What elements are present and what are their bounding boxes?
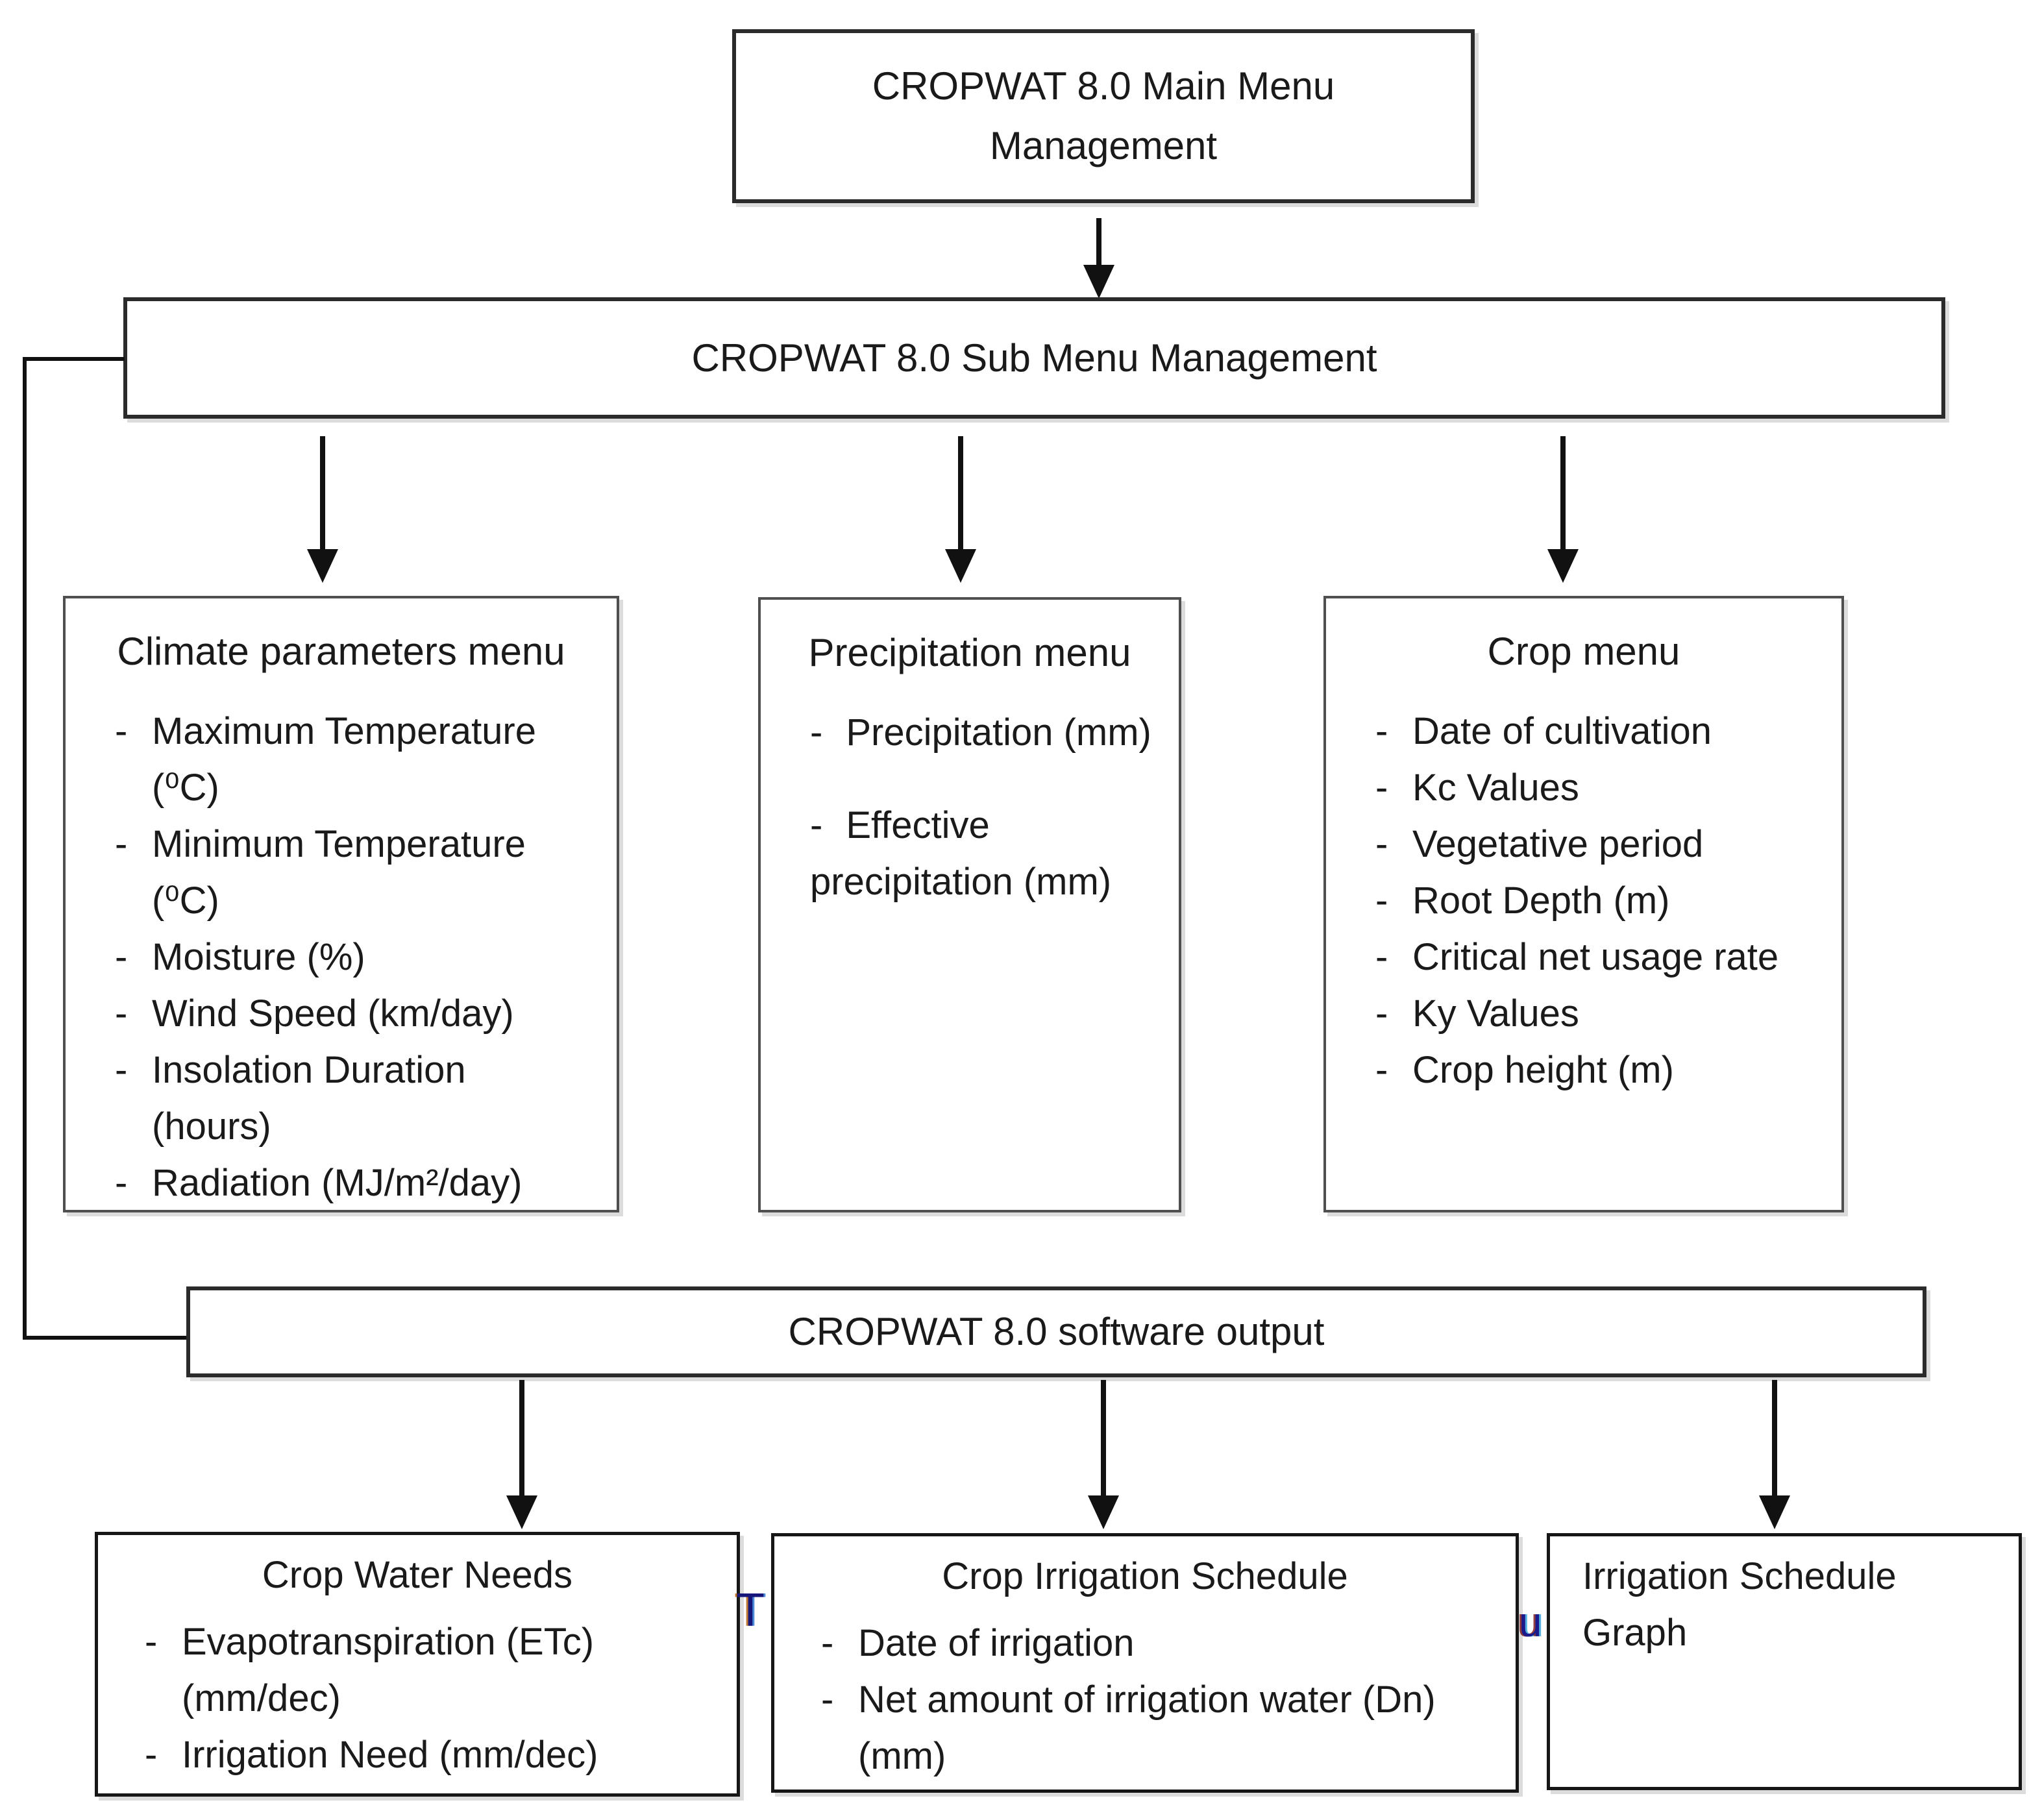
arrow-to-irrigation-schedule-head [1088,1495,1119,1529]
item-dash: - [145,1734,158,1776]
arrow-to-precipitation-stem [958,436,963,552]
item-dash: - [1375,1049,1388,1091]
software-output-node: CROPWAT 8.0 software output [186,1286,1926,1377]
arrow-to-schedule-graph-head [1759,1495,1790,1529]
arrow-to-crop-head [1547,549,1579,583]
sub-menu-node-label: CROPWAT 8.0 Sub Menu Management [691,336,1377,380]
crop-menu-box: Crop menu -Date of cultivation-Kc Values… [1323,596,1844,1212]
climate-menu-title: Climate parameters menu [117,630,565,673]
item-dash: - [1375,823,1388,865]
menu-item: -Effective precipitation (mm) [779,797,1161,910]
item-dash: - [810,711,823,754]
menu-item: -Maximum Temperature (⁰C) [84,703,598,816]
menu-item: -Precipitation (mm) [779,704,1161,761]
item-text: Crop height (m) [1412,1049,1674,1091]
crop-menu-title: Crop menu [1487,630,1680,673]
item-dash: - [1375,992,1388,1035]
sub-menu-node: CROPWAT 8.0 Sub Menu Management [123,297,1945,419]
menu-item: -Critical net usage rate [1344,929,1823,985]
menu-item: -Evapotranspiration (ETc) (mm/dec) [114,1614,721,1727]
arrow-to-precipitation-head [945,549,976,583]
item-text: Ky Values [1412,992,1579,1035]
menu-item: -Irrigation Need (mm/dec) [114,1727,721,1783]
precipitation-menu-items: -Precipitation (mm)-Effective precipitat… [779,704,1161,910]
arrow-to-climate-head [307,549,338,583]
menu-item: -Date of irrigation [790,1615,1500,1671]
menu-item: -Minimum Temperature (⁰C) [84,816,598,929]
item-dash: - [1375,879,1388,922]
item-dash: - [115,992,128,1035]
item-dash: - [810,804,823,846]
arrow-to-crop-water-needs-stem [519,1380,524,1498]
item-text: Moisture (%) [152,936,365,978]
climate-parameters-menu-box: Climate parameters menu -Maximum Tempera… [63,596,619,1212]
item-dash: - [821,1679,834,1721]
item-text: Date of cultivation [1412,710,1712,752]
stray-letter-t: T [736,1584,765,1636]
crop-water-needs-items: -Evapotranspiration (ETc) (mm/dec)-Irrig… [114,1614,721,1783]
arrow-main-to-sub-stem [1096,218,1101,269]
crop-water-needs-box: Crop Water Needs -Evapotranspiration (ET… [95,1532,740,1797]
item-text: Date of irrigation [858,1622,1135,1664]
item-text: Effective precipitation (mm) [810,804,1112,903]
arrow-to-crop-water-needs-head [506,1495,537,1529]
arrow-main-to-sub-head [1083,265,1114,299]
item-text: Maximum Temperature (⁰C) [152,710,537,809]
item-text: Critical net usage rate [1412,936,1779,978]
item-dash: - [821,1622,834,1664]
irrigation-schedule-graph-box: Irrigation Schedule Graph [1547,1533,2022,1790]
menu-item: -Crop height (m) [1344,1042,1823,1098]
crop-irrigation-schedule-title: Crop Irrigation Schedule [942,1555,1348,1597]
crop-water-needs-title: Crop Water Needs [262,1554,573,1596]
item-dash: - [115,710,128,752]
item-text: Root Depth (m) [1412,879,1670,922]
crop-menu-items: -Date of cultivation-Kc Values-Vegetativ… [1344,703,1823,1098]
stray-letter-u: u [1519,1599,1542,1645]
main-menu-node-label: CROPWAT 8.0 Main Menu Management [872,64,1335,167]
menu-item: -Wind Speed (km/day) [84,985,598,1042]
item-dash: - [115,823,128,865]
item-dash: - [115,936,128,978]
item-text: Irrigation Need (mm/dec) [182,1734,598,1776]
item-text: Evapotranspiration (ETc) (mm/dec) [182,1621,595,1719]
menu-item: -Ky Values [1344,985,1823,1042]
climate-menu-items: -Maximum Temperature (⁰C)-Minimum Temper… [84,703,598,1211]
precipitation-menu-box: Precipitation menu -Precipitation (mm)-E… [758,597,1181,1212]
crop-irrigation-schedule-box: Crop Irrigation Schedule -Date of irriga… [771,1533,1519,1793]
item-text: Kc Values [1412,767,1579,809]
irrigation-schedule-graph-title: Irrigation Schedule Graph [1582,1555,1897,1654]
arrow-to-schedule-graph-stem [1772,1380,1777,1498]
item-dash: - [1375,767,1388,809]
menu-item: -Kc Values [1344,759,1823,816]
item-dash: - [1375,936,1388,978]
connector-left-vertical-segment [23,357,27,1340]
main-menu-node: CROPWAT 8.0 Main Menu Management [732,29,1475,203]
item-text: Vegetative period [1412,823,1704,865]
item-text: Net amount of irrigation water (Dn) (mm) [858,1679,1436,1777]
arrow-to-crop-stem [1560,436,1566,552]
item-text: Wind Speed (km/day) [152,992,514,1035]
arrow-to-climate-stem [320,436,325,552]
item-dash: - [145,1621,158,1663]
precipitation-menu-title: Precipitation menu [808,631,1131,674]
item-text: Radiation (MJ/m²/day) [152,1162,523,1204]
item-text: Precipitation (mm) [846,711,1151,754]
connector-left-bottom-segment [23,1336,188,1340]
crop-irrigation-schedule-items: -Date of irrigation-Net amount of irriga… [790,1615,1500,1784]
item-dash: - [115,1162,128,1204]
item-text: Insolation Duration (hours) [152,1049,466,1148]
software-output-node-label: CROPWAT 8.0 software output [788,1310,1325,1353]
item-dash: - [1375,710,1388,752]
connector-left-top-segment [23,357,125,361]
menu-item: -Moisture (%) [84,929,598,985]
menu-item: -Radiation (MJ/m²/day) [84,1155,598,1211]
arrow-to-irrigation-schedule-stem [1101,1380,1106,1498]
menu-item: -Vegetative period [1344,816,1823,872]
menu-item: -Date of cultivation [1344,703,1823,759]
item-text: Minimum Temperature (⁰C) [152,823,526,922]
item-dash: - [115,1049,128,1091]
menu-item: -Root Depth (m) [1344,872,1823,929]
menu-item: -Insolation Duration (hours) [84,1042,598,1155]
menu-item: -Net amount of irrigation water (Dn) (mm… [790,1671,1500,1784]
